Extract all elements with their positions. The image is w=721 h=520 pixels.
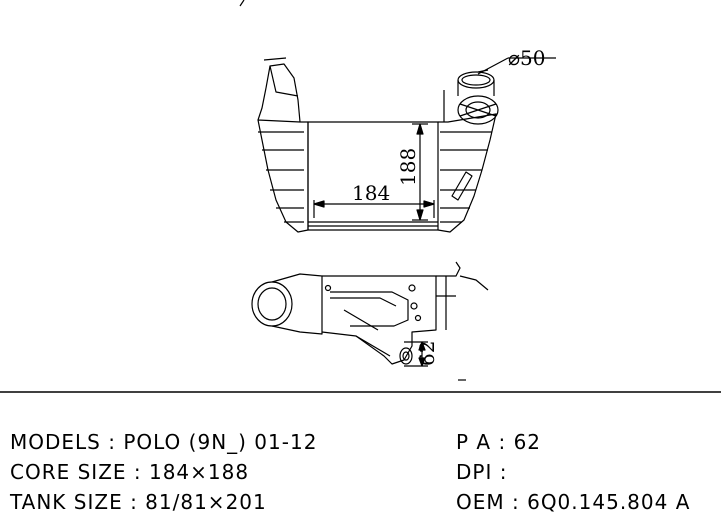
spec-models-label: MODELS xyxy=(10,430,101,454)
spec-dpi-label: DPI xyxy=(456,460,493,484)
spec-oem-label: OEM xyxy=(456,490,505,514)
bottom-view xyxy=(251,261,489,381)
spec-models: MODELS : POLO (9N_) 01-12 xyxy=(10,430,317,454)
spec-separator: : xyxy=(122,490,146,514)
spec-oem-value: 6Q0.145.804 A xyxy=(527,490,691,514)
spec-tank-size-label: TANK SIZE xyxy=(10,490,123,514)
spec-tank-size: TANK SIZE : 81/81×201 xyxy=(10,490,267,514)
spec-oem: OEM : 6Q0.145.804 A xyxy=(456,490,690,514)
dimension-depth-label: 62 xyxy=(415,341,439,366)
spec-models-value: POLO (9N_) 01-12 xyxy=(123,430,318,454)
dimension-height-label: 188 xyxy=(396,148,420,186)
frame-fragment xyxy=(239,0,245,7)
spec-separator: : xyxy=(491,430,514,454)
dimension-width-label: 184 xyxy=(352,181,390,205)
spec-core-size-label: CORE SIZE xyxy=(10,460,127,484)
spec-dpi: DPI : xyxy=(456,460,515,484)
spec-separator: : xyxy=(504,490,528,514)
spec-separator: : xyxy=(100,430,124,454)
front-view xyxy=(257,57,556,233)
spec-core-size-value: 184×188 xyxy=(148,460,250,484)
spec-pa-label: P A xyxy=(456,430,492,454)
spec-pa-value: 62 xyxy=(513,430,542,454)
spec-pa: P A : 62 xyxy=(456,430,541,454)
spec-core-size: CORE SIZE : 184×188 xyxy=(10,460,249,484)
spec-tank-size-value: 81/81×201 xyxy=(145,490,267,514)
spec-separator: : xyxy=(492,460,515,484)
dimension-pipe-diameter-label: ⌀50 xyxy=(508,46,546,70)
left-tank xyxy=(257,87,309,233)
spec-separator: : xyxy=(126,460,149,484)
